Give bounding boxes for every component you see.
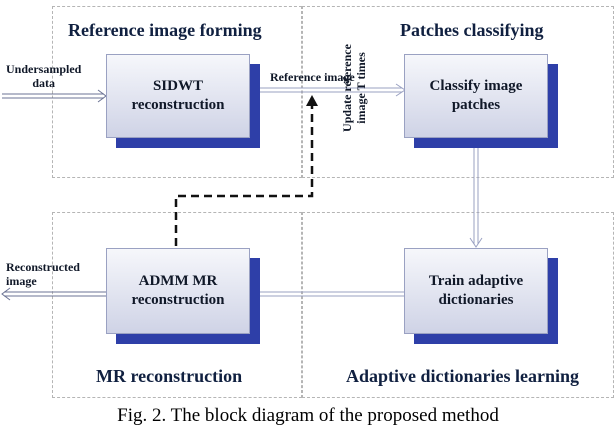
train-adaptive-dictionaries-block: Train adaptive dictionaries — [404, 248, 558, 344]
train-to-admm-arrow — [244, 287, 404, 301]
input-arrow — [2, 89, 107, 103]
block-label: ADMM MR reconstruction — [106, 248, 250, 334]
block-label: SIDWT reconstruction — [106, 54, 250, 138]
reference-image-label: Reference image — [270, 70, 355, 84]
region-title-patches: Patches classifying — [400, 20, 544, 40]
output-label: Reconstructed image — [6, 260, 80, 288]
reference-arrow — [250, 83, 406, 97]
input-label: Undersampled data — [6, 62, 82, 90]
sidwt-reconstruction-block: SIDWT reconstruction — [106, 54, 260, 148]
update-reference-label: Update reference image T times — [340, 44, 368, 132]
region-adaptive-dictionaries-learning — [302, 212, 614, 398]
update-feedback-arrow — [174, 95, 318, 246]
output-arrow — [1, 287, 106, 301]
figure-caption: Fig. 2. The block diagram of the propose… — [117, 405, 499, 426]
classify-image-patches-block: Classify image patches — [404, 54, 558, 148]
region-title-reference: Reference image forming — [68, 20, 262, 40]
region-title-adaptive: Adaptive dictionaries learning — [346, 366, 579, 386]
admm-mr-reconstruction-block: ADMM MR reconstruction — [106, 248, 260, 344]
block-label: Train adaptive dictionaries — [404, 248, 548, 334]
block-label: Classify image patches — [404, 54, 548, 138]
classify-to-train-arrow — [469, 146, 483, 248]
region-title-mr: MR reconstruction — [96, 366, 243, 386]
